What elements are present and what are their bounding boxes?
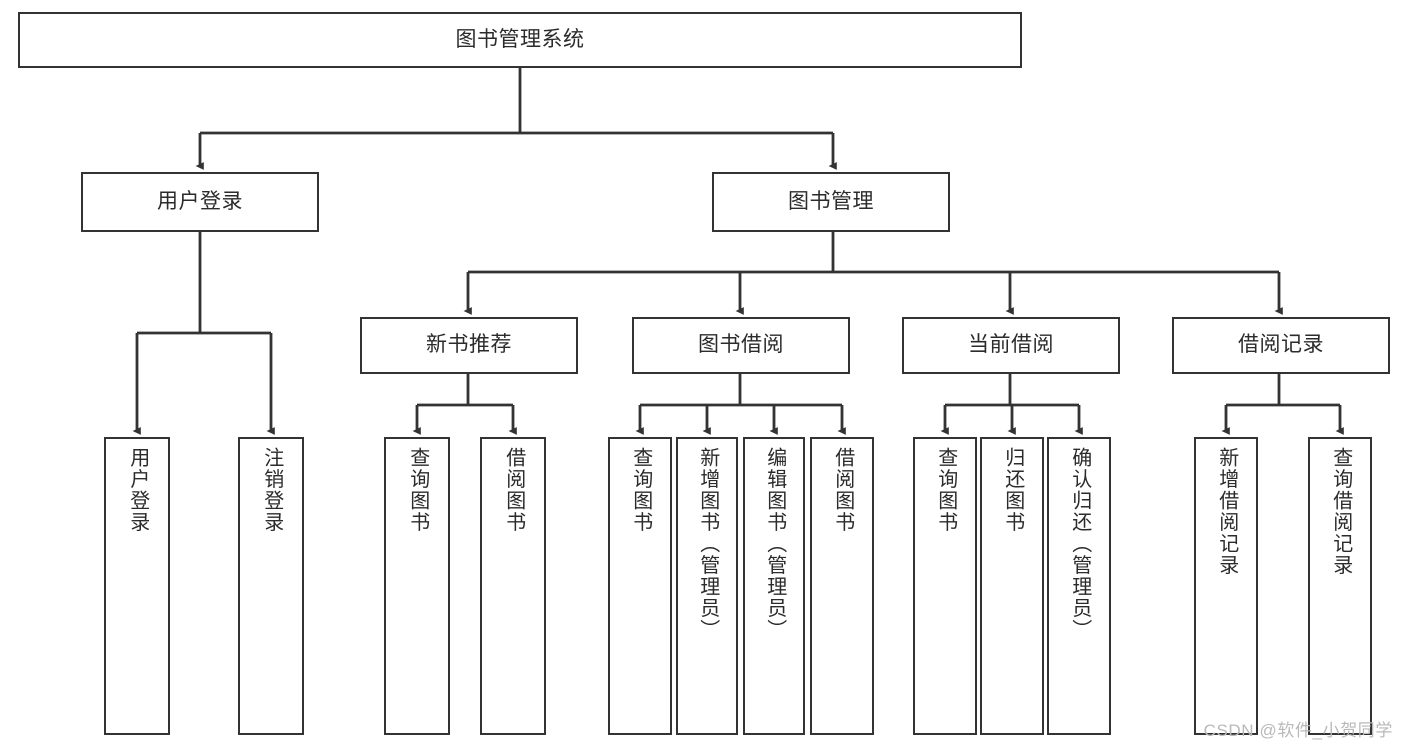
node-label: 图书管理系统: [455, 27, 585, 51]
node-label: 新增图书（管理员）: [696, 447, 719, 641]
node-label: 图书借阅: [698, 333, 784, 357]
node-leaf-current-borrow-confirm-return[interactable]: 确认归还（管理员）: [1047, 437, 1111, 735]
node-label: 注销登录: [260, 447, 283, 533]
node-leaf-new-book-borrow-book[interactable]: 借阅图书: [480, 437, 546, 735]
node-label: 确认归还（管理员）: [1068, 447, 1091, 641]
node-label: 查询图书: [629, 447, 652, 533]
node-borrow-record[interactable]: 借阅记录: [1172, 317, 1390, 374]
node-leaf-book-borrow-add-book[interactable]: 新增图书（管理员）: [676, 437, 738, 735]
node-label: 当前借阅: [968, 333, 1054, 357]
node-leaf-book-borrow-query-book[interactable]: 查询图书: [608, 437, 672, 735]
node-label: 编辑图书（管理员）: [763, 447, 786, 641]
node-label: 查询图书: [406, 447, 429, 533]
node-book-management[interactable]: 图书管理: [712, 172, 950, 232]
node-leaf-user-login-logout[interactable]: 注销登录: [238, 437, 304, 735]
node-label: 用户登录: [157, 189, 243, 213]
node-leaf-borrow-record-query-record[interactable]: 查询借阅记录: [1308, 437, 1372, 735]
node-label: 用户登录: [126, 447, 149, 533]
node-label: 图书管理: [788, 189, 874, 213]
node-label: 借阅图书: [831, 447, 854, 533]
node-label: 新增借阅记录: [1215, 447, 1238, 576]
node-label: 查询图书: [934, 447, 957, 533]
node-leaf-borrow-record-add-record[interactable]: 新增借阅记录: [1194, 437, 1258, 735]
node-leaf-current-borrow-query-book[interactable]: 查询图书: [913, 437, 977, 735]
node-leaf-user-login-login[interactable]: 用户登录: [104, 437, 170, 735]
node-new-book-recommend[interactable]: 新书推荐: [360, 317, 578, 374]
node-leaf-book-borrow-borrow-book[interactable]: 借阅图书: [810, 437, 874, 735]
node-current-borrow[interactable]: 当前借阅: [902, 317, 1120, 374]
node-label: 新书推荐: [426, 333, 512, 357]
node-book-borrow[interactable]: 图书借阅: [632, 317, 850, 374]
node-leaf-book-borrow-edit-book[interactable]: 编辑图书（管理员）: [743, 437, 805, 735]
node-leaf-current-borrow-return-book[interactable]: 归还图书: [980, 437, 1044, 735]
node-leaf-new-book-query-book[interactable]: 查询图书: [384, 437, 450, 735]
node-user-login[interactable]: 用户登录: [81, 172, 319, 232]
node-root-book-management-system[interactable]: 图书管理系统: [18, 12, 1022, 68]
node-label: 借阅记录: [1238, 333, 1324, 357]
node-label: 查询借阅记录: [1329, 447, 1352, 576]
watermark-text: CSDN @软件_小贺同学: [1203, 721, 1393, 740]
node-label: 借阅图书: [502, 447, 525, 533]
node-label: 归还图书: [1001, 447, 1024, 533]
